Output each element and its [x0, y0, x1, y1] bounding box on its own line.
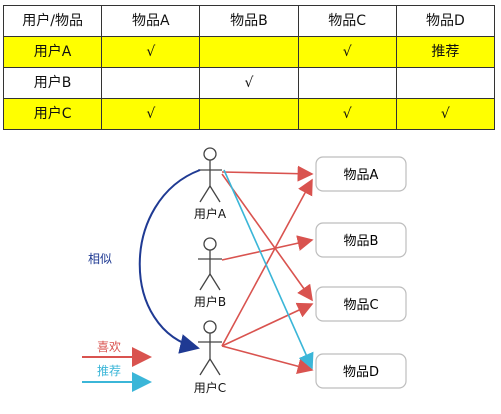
like-arrow-user-c-item-a	[221, 178, 313, 347]
item-label-a: 物品A	[344, 168, 379, 183]
legend-recommend-label: 推荐	[97, 364, 121, 378]
like-arrow-user-a-item-c	[221, 173, 313, 302]
item-label-c: 物品C	[343, 298, 378, 313]
user-label-c: 用户C	[194, 380, 226, 395]
cell-user-c-item-b	[199, 98, 299, 130]
cell-user-a-item-a: √	[101, 36, 201, 68]
item-box-c: 物品C	[315, 286, 407, 322]
cell-user-b-item-c	[297, 67, 397, 99]
user-label-a: 用户A	[194, 206, 227, 221]
similar-label: 相似	[88, 252, 112, 266]
cell-user-b-item-d	[395, 67, 496, 99]
item-box-d: 物品D	[315, 353, 407, 389]
header-item-a: 物品A	[101, 5, 201, 37]
recommendation-diagram: 物品A 物品B 物品C 物品D 用户A 用	[82, 147, 407, 395]
cell-user-b-item-a	[101, 67, 201, 99]
item-label-b: 物品B	[344, 234, 379, 249]
cell-user-b-item-b: √	[199, 67, 299, 99]
legend-like-label: 喜欢	[97, 339, 121, 354]
like-arrow-user-c-item-c	[221, 302, 314, 347]
stick-figure-user-c	[198, 320, 222, 376]
header-corner: 用户/物品	[2, 5, 103, 37]
similarity-arrow	[138, 169, 201, 354]
header-item-d: 物品D	[395, 5, 496, 37]
item-box-a: 物品A	[315, 156, 407, 192]
cell-user-c-item-d: √	[395, 98, 496, 130]
legend: 喜欢 推荐	[82, 339, 152, 392]
table-row-user-b: 用户B √	[2, 67, 496, 99]
table-row-user-c: 用户C √ √ √	[2, 98, 496, 130]
row-label-user-b: 用户B	[2, 67, 103, 99]
user-item-table: 用户/物品 物品A 物品B 物品C 物品D 用户A √ √ 推荐 用户B √	[2, 5, 496, 130]
header-item-b: 物品B	[199, 5, 299, 37]
table-row-user-a: 用户A √ √ 推荐	[2, 36, 496, 68]
like-arrow-user-b-item-b	[221, 235, 314, 261]
like-arrow-user-c-item-d	[221, 345, 314, 375]
header-item-c: 物品C	[297, 5, 397, 37]
recommend-arrow-user-a-item-d	[223, 169, 314, 370]
like-arrow-user-a-item-a	[221, 165, 314, 182]
row-label-user-a: 用户A	[2, 36, 103, 68]
cell-user-c-item-a: √	[101, 98, 201, 130]
cell-user-a-item-d: 推荐	[395, 36, 496, 68]
stick-figure-user-a	[198, 147, 222, 203]
table-header-row: 用户/物品 物品A 物品B 物品C 物品D	[2, 5, 496, 37]
user-label-b: 用户B	[194, 294, 226, 309]
row-label-user-c: 用户C	[2, 98, 103, 130]
cell-user-a-item-b	[199, 36, 299, 68]
stick-figure-user-b	[198, 237, 222, 291]
item-label-d: 物品D	[343, 365, 379, 380]
cell-user-c-item-c: √	[297, 98, 397, 130]
item-box-b: 物品B	[315, 222, 407, 258]
cell-user-a-item-c: √	[297, 36, 397, 68]
